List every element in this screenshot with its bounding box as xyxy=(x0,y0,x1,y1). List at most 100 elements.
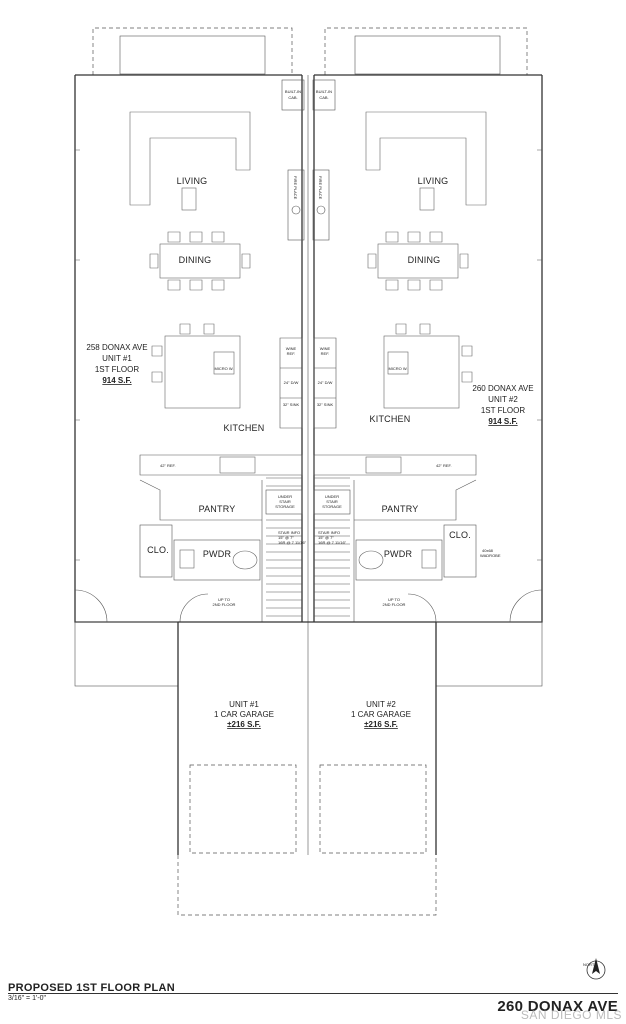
north-label: NORTH xyxy=(583,962,597,967)
driveway-outline xyxy=(177,855,437,916)
dining-chairs-right xyxy=(367,231,469,291)
island-stools-right xyxy=(395,323,473,383)
unit2-floor: 1ST FLOOR xyxy=(481,406,526,415)
pwdr-label-right: PWDR xyxy=(384,549,413,559)
stair-rise-label-right: 15" @ 7" xyxy=(318,535,334,540)
toilet-left xyxy=(232,550,258,570)
wine-ref-label-right: REF. xyxy=(321,351,330,356)
wardrobe-label: WADROBE xyxy=(480,553,501,558)
pwdr-label-left: PWDR xyxy=(203,549,232,559)
storage-label-left: STORAGE xyxy=(275,504,295,509)
entry-door-right xyxy=(509,589,543,623)
dining-table-right xyxy=(377,243,459,279)
kitchen-label-left: KITCHEN xyxy=(224,423,265,433)
wine-label-right: WINE xyxy=(320,346,331,351)
stair-info-label-left: STAIR INFO xyxy=(278,530,300,535)
wine-ref-label-left: REF. xyxy=(287,351,296,356)
garage-walls xyxy=(177,621,437,855)
kitchen-island-left xyxy=(164,335,241,409)
deck-left xyxy=(119,35,266,75)
second-floor-label-right: 2ND FLOOR xyxy=(383,602,406,607)
fireplace-symbol-left xyxy=(291,205,301,215)
second-floor-label-left: 2ND FLOOR xyxy=(213,602,236,607)
window-ticks-left xyxy=(75,149,80,561)
microwave-right xyxy=(387,351,409,375)
garage2-area: ±216 S.F. xyxy=(364,720,398,729)
kitchen-counter-right xyxy=(313,454,477,476)
garage2-type: 1 CAR GARAGE xyxy=(351,710,411,719)
kitchen-counter-left xyxy=(139,454,303,476)
stair-run-label-left: 16R @ 7 11/16" xyxy=(278,540,307,545)
plan-scale: 3/16" = 1'-0" xyxy=(8,995,47,1002)
closet-left xyxy=(139,524,173,578)
dw-label-right: 24" D/W xyxy=(318,380,333,385)
dining-label-right: DINING xyxy=(408,255,441,265)
unit1-area: 914 S.F. xyxy=(102,376,131,385)
microwave-label-left: MICRO W. xyxy=(214,366,233,371)
up-label-right: UP TO xyxy=(388,597,400,602)
garage-door-swing-left xyxy=(179,593,209,623)
living-label-right: LIVING xyxy=(418,176,449,186)
built-in-label-left: BUILT-IN xyxy=(285,89,301,94)
kitchen-island-right xyxy=(383,335,460,409)
vanity-left xyxy=(179,549,195,569)
unit1-floor: 1ST FLOOR xyxy=(95,365,140,374)
title-divider xyxy=(8,993,618,994)
fireplace-label-left: FIRE PLACE xyxy=(293,176,298,200)
appliance-column-right xyxy=(313,337,337,429)
cab-label-left: CAB. xyxy=(288,95,297,100)
microwave-left xyxy=(213,351,235,375)
pantry-label-left: PANTRY xyxy=(199,504,236,514)
north-arrow-icon xyxy=(586,958,606,980)
upper-deck-outline-left xyxy=(92,27,293,75)
coffee-table-left xyxy=(181,187,197,211)
closet-right xyxy=(443,524,477,578)
toilet-right xyxy=(358,550,384,570)
stair-label-right: STAIR xyxy=(326,499,338,504)
sofa-left xyxy=(129,111,251,206)
vanity-right xyxy=(421,549,437,569)
fireplace-label-right: FIRE PLACE xyxy=(318,176,323,200)
powder-room-left xyxy=(173,539,261,581)
stair-treads-left xyxy=(266,477,302,617)
powder-room-right xyxy=(355,539,443,581)
pantry-walls-right xyxy=(353,479,477,622)
dining-label-left: DINING xyxy=(179,255,212,265)
wardrobe-size-label: 40x68 xyxy=(482,548,494,553)
island-stools-left xyxy=(151,323,215,383)
under-label-right: UNDER xyxy=(325,494,339,499)
mls-watermark: SAN DIEGO MLS xyxy=(520,1008,622,1022)
coffee-table-right xyxy=(419,187,435,211)
upper-deck-outline-right xyxy=(324,27,528,75)
porch-right xyxy=(435,621,543,687)
under-label-left: UNDER xyxy=(278,494,292,499)
microwave-label-right: MICRO W. xyxy=(388,366,407,371)
fridge-label-right: 42" REF. xyxy=(436,463,452,468)
kitchen-label-right: KITCHEN xyxy=(370,414,411,424)
deck-right xyxy=(354,35,501,75)
dw-label-left: 24" D/W xyxy=(284,380,299,385)
clo-label-left: CLO. xyxy=(147,545,169,555)
unit2-unit: UNIT #2 xyxy=(488,395,518,404)
sink-label-left: 32" SINK xyxy=(283,402,300,407)
fireplace-symbol-right xyxy=(316,205,326,215)
stair-info-label-right: STAIR INFO xyxy=(318,530,340,535)
stair-run-label-right: 16R @ 7 11/16" xyxy=(318,540,347,545)
unit1-unit: UNIT #1 xyxy=(102,354,132,363)
stair-treads-right xyxy=(314,477,350,617)
entry-door-left xyxy=(74,589,108,623)
fireplace-right xyxy=(312,169,330,241)
living-label-left: LIVING xyxy=(177,176,208,186)
sink-label-right: 32" SINK xyxy=(317,402,334,407)
storage-label-right: STORAGE xyxy=(322,504,342,509)
up-label-left: UP TO xyxy=(218,597,230,602)
wine-label-left: WINE xyxy=(286,346,297,351)
clo-label-right: CLO. xyxy=(449,530,471,540)
range-left xyxy=(219,456,256,474)
garage1-unit: UNIT #1 xyxy=(229,700,259,709)
dining-chairs-left xyxy=(149,231,251,291)
unit2-area: 914 S.F. xyxy=(488,417,517,426)
fireplace-left xyxy=(287,169,305,241)
built-in-label-right: BUILT-IN xyxy=(316,89,332,94)
unit1-address: 258 DONAX AVE xyxy=(86,343,147,352)
